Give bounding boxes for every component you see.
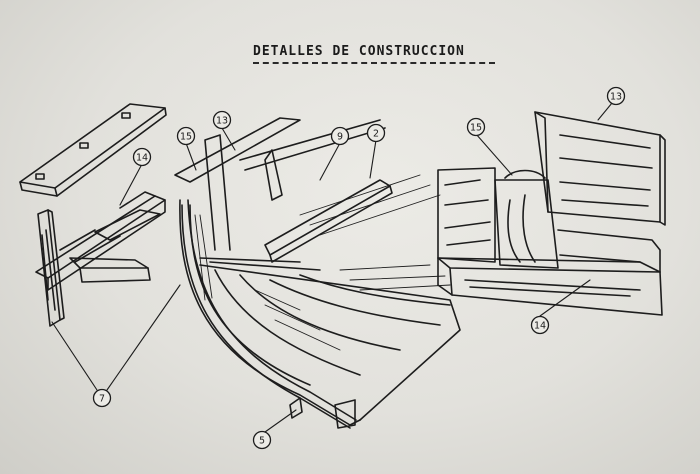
upper-plank bbox=[19, 103, 167, 197]
callout-5 bbox=[252, 430, 272, 450]
hull-frames bbox=[174, 117, 386, 429]
callout-15-left bbox=[176, 126, 196, 146]
hull-planking bbox=[179, 199, 461, 426]
leader-lines bbox=[51, 102, 613, 433]
upper-board bbox=[534, 111, 666, 226]
callout-label: 15 bbox=[180, 132, 192, 143]
callout-label: 5 bbox=[259, 436, 265, 447]
callout-15-right bbox=[466, 117, 486, 137]
vertical-timber bbox=[437, 167, 496, 263]
callout-label: 14 bbox=[534, 321, 546, 332]
callout-label: 13 bbox=[216, 116, 228, 127]
side-block bbox=[557, 229, 661, 273]
callout-14-left bbox=[132, 147, 152, 167]
tenon-block bbox=[494, 169, 559, 269]
callout-label: 2 bbox=[373, 129, 379, 140]
callout-label: 15 bbox=[470, 123, 482, 134]
deck-beam bbox=[264, 179, 393, 263]
callout-label: 14 bbox=[136, 153, 148, 164]
callout-14-right bbox=[530, 315, 550, 335]
callout-9 bbox=[330, 126, 350, 146]
callout-13-left bbox=[212, 110, 232, 130]
callout-2 bbox=[366, 123, 386, 143]
stem-post bbox=[37, 209, 65, 327]
center-hatching bbox=[194, 174, 451, 351]
base-timber bbox=[437, 257, 663, 316]
callout-label: 9 bbox=[337, 132, 343, 143]
callout-13-right bbox=[606, 86, 626, 106]
callout-label: 7 bbox=[99, 394, 105, 405]
callout-7 bbox=[92, 388, 112, 408]
page-title: DETALLES DE CONSTRUCCION bbox=[253, 44, 465, 59]
callout-label: 13 bbox=[610, 92, 622, 103]
title-underline bbox=[253, 62, 495, 64]
